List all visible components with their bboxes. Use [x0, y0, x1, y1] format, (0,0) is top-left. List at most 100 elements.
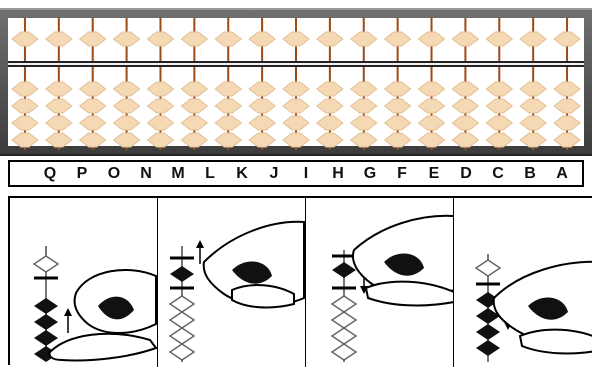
- earth-bead[interactable]: [317, 82, 343, 96]
- earth-bead[interactable]: [419, 133, 445, 147]
- heaven-bead[interactable]: [283, 32, 309, 46]
- earth-bead[interactable]: [283, 116, 309, 130]
- earth-bead[interactable]: [283, 82, 309, 96]
- heaven-bead[interactable]: [215, 32, 241, 46]
- earth-bead[interactable]: [554, 99, 580, 113]
- heaven-bead[interactable]: [12, 32, 38, 46]
- earth-bead[interactable]: [452, 116, 478, 130]
- earth-bead[interactable]: [351, 82, 377, 96]
- column-label-a: A: [552, 165, 572, 183]
- earth-bead[interactable]: [12, 82, 38, 96]
- earth-bead[interactable]: [351, 99, 377, 113]
- earth-bead[interactable]: [46, 133, 72, 147]
- earth-bead[interactable]: [486, 99, 512, 113]
- earth-bead[interactable]: [520, 99, 546, 113]
- earth-bead[interactable]: [114, 116, 140, 130]
- column-label-e: E: [424, 165, 444, 183]
- heaven-bead[interactable]: [520, 32, 546, 46]
- earth-bead[interactable]: [554, 133, 580, 147]
- earth-bead[interactable]: [249, 99, 275, 113]
- earth-bead[interactable]: [114, 99, 140, 113]
- earth-bead[interactable]: [419, 99, 445, 113]
- heaven-bead[interactable]: [147, 32, 173, 46]
- earth-bead[interactable]: [486, 116, 512, 130]
- earth-bead[interactable]: [249, 133, 275, 147]
- earth-bead[interactable]: [385, 133, 411, 147]
- column-label-p: P: [72, 165, 92, 183]
- heaven-bead[interactable]: [317, 32, 343, 46]
- earth-bead[interactable]: [486, 133, 512, 147]
- earth-bead[interactable]: [181, 116, 207, 130]
- column-label-d: D: [456, 165, 476, 183]
- earth-bead[interactable]: [215, 116, 241, 130]
- column-label-c: C: [488, 165, 508, 183]
- heaven-bead[interactable]: [249, 32, 275, 46]
- mini-rod-icon: [34, 246, 58, 362]
- earth-bead[interactable]: [114, 133, 140, 147]
- earth-bead[interactable]: [554, 116, 580, 130]
- earth-bead[interactable]: [147, 116, 173, 130]
- earth-bead[interactable]: [351, 133, 377, 147]
- earth-bead[interactable]: [215, 133, 241, 147]
- earth-bead[interactable]: [452, 133, 478, 147]
- earth-bead[interactable]: [419, 82, 445, 96]
- earth-bead[interactable]: [215, 82, 241, 96]
- index-finger-hand-icon: [494, 262, 592, 354]
- heaven-bead[interactable]: [385, 32, 411, 46]
- earth-bead[interactable]: [46, 116, 72, 130]
- earth-bead[interactable]: [12, 116, 38, 130]
- panel-index-push-down: [454, 198, 592, 367]
- earth-bead[interactable]: [181, 82, 207, 96]
- earth-bead[interactable]: [46, 82, 72, 96]
- column-label-o: O: [104, 165, 124, 183]
- heaven-bead[interactable]: [181, 32, 207, 46]
- earth-bead[interactable]: [147, 82, 173, 96]
- column-label-f: F: [392, 165, 412, 183]
- earth-bead[interactable]: [452, 82, 478, 96]
- earth-bead[interactable]: [520, 82, 546, 96]
- earth-bead[interactable]: [12, 133, 38, 147]
- heaven-bead[interactable]: [114, 32, 140, 46]
- column-label-b: B: [520, 165, 540, 183]
- earth-bead[interactable]: [351, 116, 377, 130]
- earth-bead[interactable]: [283, 99, 309, 113]
- earth-bead[interactable]: [317, 133, 343, 147]
- heaven-bead[interactable]: [452, 32, 478, 46]
- earth-bead[interactable]: [554, 82, 580, 96]
- earth-bead[interactable]: [249, 116, 275, 130]
- earth-bead[interactable]: [80, 99, 106, 113]
- earth-bead[interactable]: [181, 133, 207, 147]
- earth-bead[interactable]: [385, 116, 411, 130]
- earth-bead[interactable]: [283, 133, 309, 147]
- earth-bead[interactable]: [114, 82, 140, 96]
- earth-bead[interactable]: [181, 99, 207, 113]
- heaven-bead[interactable]: [351, 32, 377, 46]
- panel-thumb-push-up: [10, 198, 158, 367]
- heaven-bead[interactable]: [419, 32, 445, 46]
- instruction-panels: [8, 196, 592, 365]
- earth-bead[interactable]: [419, 116, 445, 130]
- column-label-k: K: [232, 165, 252, 183]
- earth-bead[interactable]: [215, 99, 241, 113]
- earth-bead[interactable]: [385, 99, 411, 113]
- heaven-bead[interactable]: [486, 32, 512, 46]
- earth-bead[interactable]: [80, 82, 106, 96]
- soroban-bead-area: [8, 18, 584, 146]
- earth-bead[interactable]: [317, 116, 343, 130]
- earth-bead[interactable]: [520, 133, 546, 147]
- earth-bead[interactable]: [80, 133, 106, 147]
- earth-bead[interactable]: [385, 82, 411, 96]
- heaven-bead[interactable]: [46, 32, 72, 46]
- earth-bead[interactable]: [80, 116, 106, 130]
- heaven-bead[interactable]: [554, 32, 580, 46]
- earth-bead[interactable]: [147, 133, 173, 147]
- earth-bead[interactable]: [317, 99, 343, 113]
- earth-bead[interactable]: [147, 99, 173, 113]
- earth-bead[interactable]: [249, 82, 275, 96]
- earth-bead[interactable]: [46, 99, 72, 113]
- heaven-bead[interactable]: [80, 32, 106, 46]
- earth-bead[interactable]: [520, 116, 546, 130]
- earth-bead[interactable]: [12, 99, 38, 113]
- earth-bead[interactable]: [452, 99, 478, 113]
- earth-bead[interactable]: [486, 82, 512, 96]
